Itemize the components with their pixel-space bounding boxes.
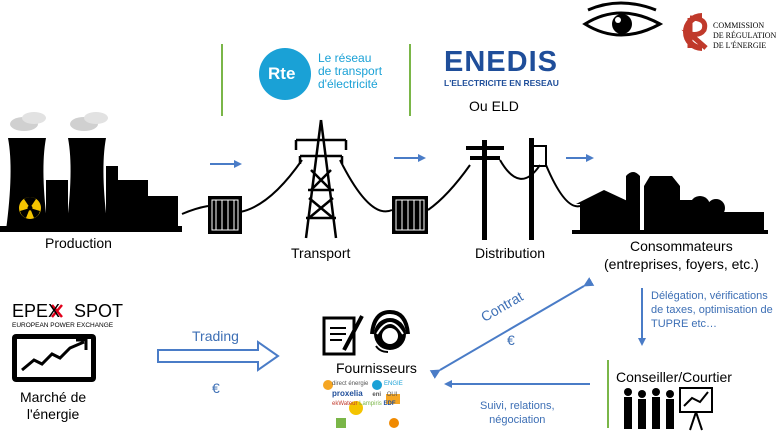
rte-line1: Le réseau	[318, 51, 372, 65]
fournisseurs-label: Fournisseurs	[336, 360, 417, 376]
trading-arrow	[157, 340, 280, 372]
epex-logo-b: SPOT	[74, 301, 124, 321]
supplier-1: ENGIE	[384, 381, 403, 387]
rte-line2: de transport	[318, 64, 383, 78]
market-line2: l'énergie	[26, 406, 80, 422]
supplier-2: proxelia	[332, 389, 363, 398]
cre-text: COMMISSION DE RÉGULATION DE L'ÉNERGIE	[713, 21, 776, 51]
transformer-icon	[208, 196, 242, 234]
suivi-line2: négociation	[489, 414, 546, 426]
rte-logo-text: Rte	[268, 64, 296, 83]
market-chart-icon	[12, 334, 96, 382]
epex-logo: EPEX SPOT	[12, 301, 123, 322]
enedis-logo: ENEDIS	[444, 46, 558, 78]
cre-logo-icon	[681, 13, 708, 51]
epex-subtitle: EUROPEAN POWER EXCHANGE	[12, 322, 114, 329]
ou-eld-label: Ou ELD	[469, 98, 519, 114]
delegation-text: Délégation, vérifications de taxes, opti…	[651, 289, 773, 331]
suivi-line1: Suivi, relations,	[480, 400, 555, 412]
power-plant-icon	[0, 112, 182, 232]
supplier-3: eni	[372, 392, 382, 398]
pylon-icon	[294, 119, 348, 239]
supplier-logos	[323, 380, 400, 428]
rte-logo-icon	[259, 48, 311, 100]
trading-label: Trading	[192, 328, 239, 344]
conseiller-label: Conseiller/Courtier	[616, 369, 732, 385]
cre-line2: DE RÉGULATION	[713, 31, 777, 40]
consommateurs-label: Consommateurs	[630, 238, 733, 254]
farm-consumers-icon	[572, 172, 768, 234]
cre-line1: COMMISSION	[713, 21, 765, 30]
headset-support-icon	[370, 309, 410, 353]
market-line1: Marché de	[20, 389, 87, 405]
eye-icon	[582, 1, 664, 37]
contract-document-icon	[322, 315, 364, 356]
supplier-5: ekWateur	[332, 401, 358, 407]
enedis-tagline: L'ELECTRICITE EN RESEAU	[444, 78, 559, 88]
market-label: Marché de l'énergie	[20, 389, 86, 423]
supplier-6: Lampiris	[359, 401, 382, 407]
consommateurs-sub-label: (entreprises, foyers, etc.)	[604, 256, 759, 272]
delegation-line3: TUPRE etc…	[651, 318, 718, 330]
delegation-line2: de taxes, optimisation de	[651, 304, 773, 316]
utility-pole-icon	[466, 138, 547, 240]
contrat-double-arrow	[429, 277, 595, 379]
rte-line3: d'électricité	[318, 77, 378, 91]
epex-logo-a: EPEX	[12, 301, 61, 321]
transport-label: Transport	[291, 245, 351, 261]
supplier-7: EDF	[383, 401, 396, 407]
epex-x-icon	[51, 304, 63, 318]
rte-tagline: Le réseau de transport d'électricité	[318, 52, 382, 91]
distribution-label: Distribution	[475, 245, 546, 261]
production-label: Production	[45, 235, 112, 251]
trading-currency: €	[212, 380, 220, 396]
supplier-0: direct énergie	[332, 381, 369, 387]
power-lines	[181, 159, 581, 215]
suivi-text: Suivi, relations, négociation	[480, 399, 555, 427]
delegation-line1: Délégation, vérifications	[651, 290, 768, 302]
supplier-logo-text: direct énergie ENGIE proxelia eni OUI ek…	[332, 380, 414, 409]
transformer-icon-2	[392, 196, 428, 234]
cre-line3: DE L'ÉNERGIE	[713, 41, 767, 50]
meeting-people-icon	[624, 387, 713, 431]
contrat-currency: €	[507, 332, 515, 348]
supplier-4: OUI	[386, 392, 398, 398]
